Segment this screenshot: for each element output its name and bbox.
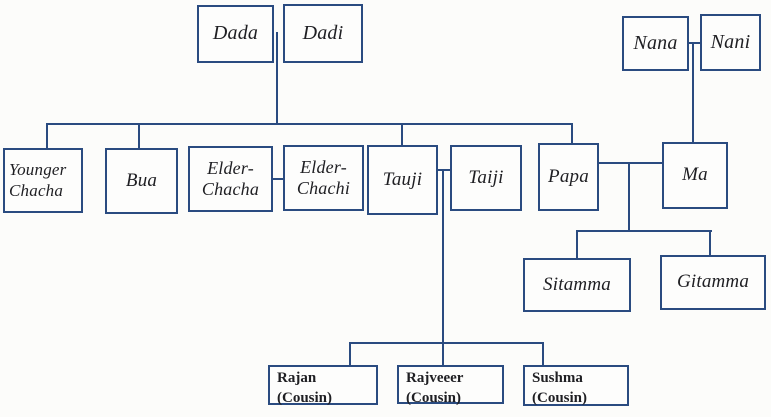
node-younger-chacha: Younger Chacha <box>3 148 83 213</box>
node-nani: Nani <box>700 14 761 71</box>
connector-drop-sitamma <box>576 230 578 260</box>
connector-drop-bua <box>138 123 140 150</box>
node-sitamma: Sitamma <box>523 258 631 312</box>
node-taiji: Taiji <box>450 145 522 211</box>
node-sushma: Sushma (Cousin) <box>523 365 629 406</box>
connector-drop-rajan <box>349 342 351 366</box>
connector-papa-ma-spouse <box>596 162 664 164</box>
connector-drop-younger-chacha <box>46 123 48 150</box>
connector-sitamma-gitamma-line <box>576 230 712 232</box>
node-papa: Papa <box>538 143 599 211</box>
connector-tauji-taiji-spouse <box>436 169 452 171</box>
connector-dada-dadi-down <box>276 32 278 124</box>
node-nana: Nana <box>622 16 689 71</box>
node-dada: Dada <box>197 5 274 63</box>
connector-drop-gitamma <box>709 230 711 257</box>
connector-drop-tauji <box>401 123 403 147</box>
node-tauji: Tauji <box>367 145 438 215</box>
connector-elder-spouse <box>271 178 285 180</box>
node-elder-chacha: Elder- Chacha <box>188 146 273 212</box>
connector-tauji-cousins-down <box>442 169 444 365</box>
node-ma: Ma <box>662 142 728 209</box>
node-bua: Bua <box>105 148 178 214</box>
connector-drop-papa <box>571 123 573 145</box>
connector-papa-ma-down <box>628 162 630 232</box>
connector-siblings-line <box>46 123 573 125</box>
connector-cousins-line <box>349 342 544 344</box>
node-rajan: Rajan (Cousin) <box>268 365 378 406</box>
connector-drop-sushma <box>542 342 544 366</box>
node-gitamma: Gitamma <box>660 255 766 310</box>
connector-nana-nani-spouse <box>686 42 702 44</box>
node-rajveeer: Rajveeer (Cousin) <box>397 365 504 406</box>
node-elder-chachi: Elder- Chachi <box>283 145 364 211</box>
connector-nana-nani-down <box>692 43 694 143</box>
node-dadi: Dadi <box>283 4 363 63</box>
